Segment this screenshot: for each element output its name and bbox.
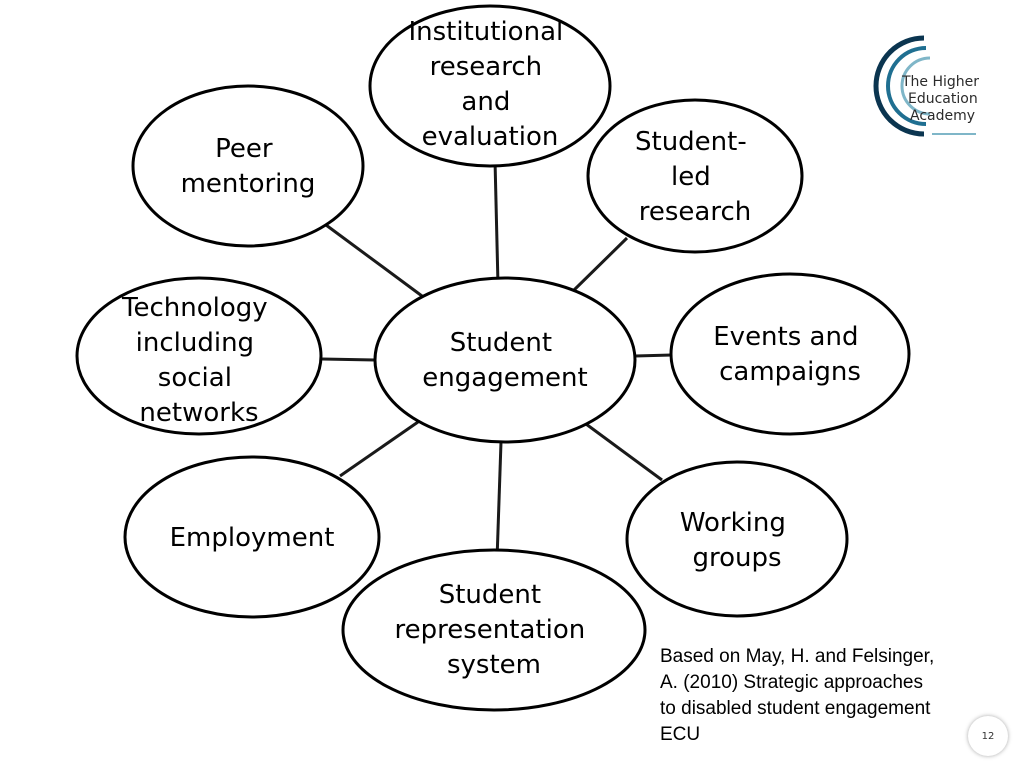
- citation: Based on May, H. and Felsinger, A. (2010…: [660, 644, 1000, 748]
- bubble-center-shape: [373, 276, 637, 444]
- hea-logo-icon: The Higher Education Academy: [873, 35, 984, 137]
- bubble-events-shape: [669, 272, 911, 436]
- citation-line: ECU: [660, 724, 701, 745]
- bubble-center-label: Student engagement: [422, 328, 587, 393]
- connector-employment: [339, 420, 419, 478]
- connector-technology: [321, 357, 376, 362]
- bubble-technology-label: Technology including social networks: [121, 293, 276, 428]
- bubble-technology: Technology including social networks: [75, 276, 323, 436]
- bubble-technology-shape: [75, 276, 323, 436]
- citation-line: Based on May, H. and Felsinger,: [660, 646, 935, 667]
- connector-representation: [495, 441, 503, 561]
- bubble-working-groups-label: Working groups: [680, 508, 794, 573]
- bubble-student-led-shape: [586, 98, 804, 254]
- connector-events: [633, 353, 673, 358]
- hea-logo-text: The Higher Education Academy: [901, 74, 984, 124]
- bubble-working-groups-shape: [625, 460, 849, 618]
- connector-peer-mentoring: [325, 223, 423, 298]
- connector-institutional: [493, 159, 500, 286]
- connector-student-led: [570, 236, 629, 294]
- bubble-institutional-label: Institutional research and evaluation: [408, 17, 571, 152]
- bubble-events: Events and campaigns: [669, 272, 911, 436]
- bubble-employment: Employment: [123, 455, 381, 619]
- connector-working-groups: [585, 422, 663, 482]
- citation-line: A. (2010) Strategic approaches: [660, 672, 923, 693]
- bubble-working-groups: Working groups: [625, 460, 849, 618]
- bubble-student-led: Student- led research: [586, 98, 804, 254]
- connectors: [321, 159, 673, 561]
- bubble-peer-mentoring: Peer mentoring: [131, 84, 365, 248]
- page-number: 12: [981, 730, 995, 742]
- bubble-representation: Student representation system: [341, 548, 647, 712]
- citation-line: to disabled student engagement: [660, 698, 931, 719]
- bubble-center: Student engagement: [373, 276, 637, 444]
- bubble-institutional-shape: [368, 4, 612, 168]
- bubble-representation-shape: [341, 548, 647, 712]
- bubble-student-led-label: Student- led research: [635, 127, 755, 227]
- bubble-peer-mentoring-shape: [131, 84, 365, 248]
- bubble-peer-mentoring-label: Peer mentoring: [181, 134, 316, 199]
- bubble-employment-label: Employment: [170, 523, 335, 553]
- bubble-employment-shape: [123, 455, 381, 619]
- page-number-badge: 12: [968, 716, 1008, 756]
- bubble-representation-label: Student representation system: [395, 580, 594, 680]
- bubble-events-label: Events and campaigns: [713, 322, 866, 387]
- bubble-institutional: Institutional research and evaluation: [368, 4, 612, 168]
